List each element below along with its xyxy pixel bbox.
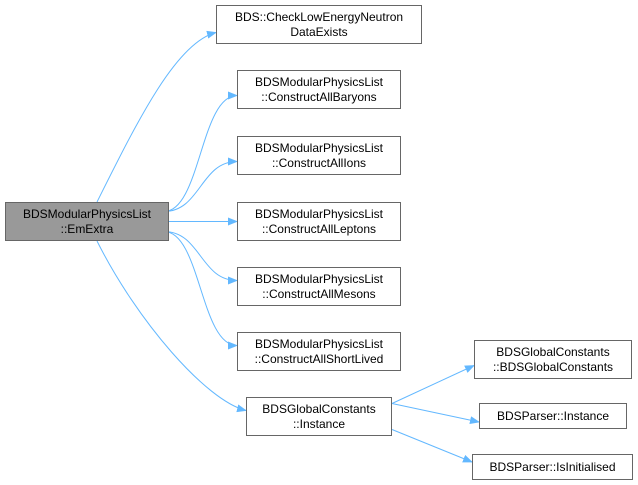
call-edge-root-to-gc_instance: [96, 240, 247, 413]
node-global-constants-constructor[interactable]: BDSGlobalConstants::BDSGlobalConstants: [474, 340, 632, 379]
node-parser-instance[interactable]: BDSParser::Instance: [479, 403, 627, 429]
node-construct-all-ions[interactable]: BDSModularPhysicsList::ConstructAllIons: [237, 136, 401, 175]
node-construct-all-mesons[interactable]: BDSModularPhysicsList::ConstructAllMeson…: [237, 267, 401, 306]
node-label: ::BDSGlobalConstants: [492, 359, 614, 374]
node-label: ::ConstructAllMesons: [262, 286, 376, 301]
node-construct-all-baryons[interactable]: BDSModularPhysicsList::ConstructAllBaryo…: [237, 70, 401, 109]
node-label: BDSParser::IsInitialised: [489, 459, 616, 474]
call-edge-root-to-check_neutron: [96, 30, 217, 203]
call-edge-gc_instance-to-parser_instance: [391, 403, 480, 425]
call-edge-root-to-ions: [163, 157, 238, 212]
node-label: BDSModularPhysicsList: [254, 206, 384, 221]
call-edge-root-to-shortlived: [163, 231, 238, 350]
node-label: DataExists: [290, 24, 348, 39]
call-edge-gc_instance-to-parser_isinit: [391, 429, 473, 463]
node-label: BDSGlobalConstants: [262, 401, 376, 416]
node-emextra: BDSModularPhysicsList::EmExtra: [5, 202, 169, 241]
node-label: BDSModularPhysicsList: [254, 271, 384, 286]
call-edge-gc_instance-to-gc_ctor: [391, 365, 475, 404]
node-label: ::ConstructAllShortLived: [254, 351, 384, 366]
node-construct-all-short-lived[interactable]: BDSModularPhysicsList::ConstructAllShort…: [237, 332, 401, 371]
node-label: BDSModularPhysicsList: [22, 206, 152, 221]
node-label: ::EmExtra: [60, 221, 114, 236]
node-label: ::Instance: [292, 416, 345, 431]
call-edge-root-to-baryons: [163, 91, 238, 212]
node-label: BDSGlobalConstants: [496, 344, 610, 359]
call-edge-root-to-mesons: [163, 231, 238, 285]
node-label: BDSModularPhysicsList: [254, 140, 384, 155]
node-label: BDS::CheckLowEnergyNeutron: [234, 9, 404, 24]
node-label: ::ConstructAllIons: [271, 155, 367, 170]
node-parser-is-initialised[interactable]: BDSParser::IsInitialised: [472, 454, 633, 480]
node-construct-all-leptons[interactable]: BDSModularPhysicsList::ConstructAllLepto…: [237, 202, 401, 241]
node-label: ::ConstructAllBaryons: [261, 89, 377, 104]
node-label: ::ConstructAllLeptons: [261, 221, 377, 236]
node-label: BDSModularPhysicsList: [254, 336, 384, 351]
node-label: BDSModularPhysicsList: [254, 74, 384, 89]
node-global-constants-instance[interactable]: BDSGlobalConstants::Instance: [246, 397, 392, 436]
node-label: BDSParser::Instance: [496, 408, 610, 423]
